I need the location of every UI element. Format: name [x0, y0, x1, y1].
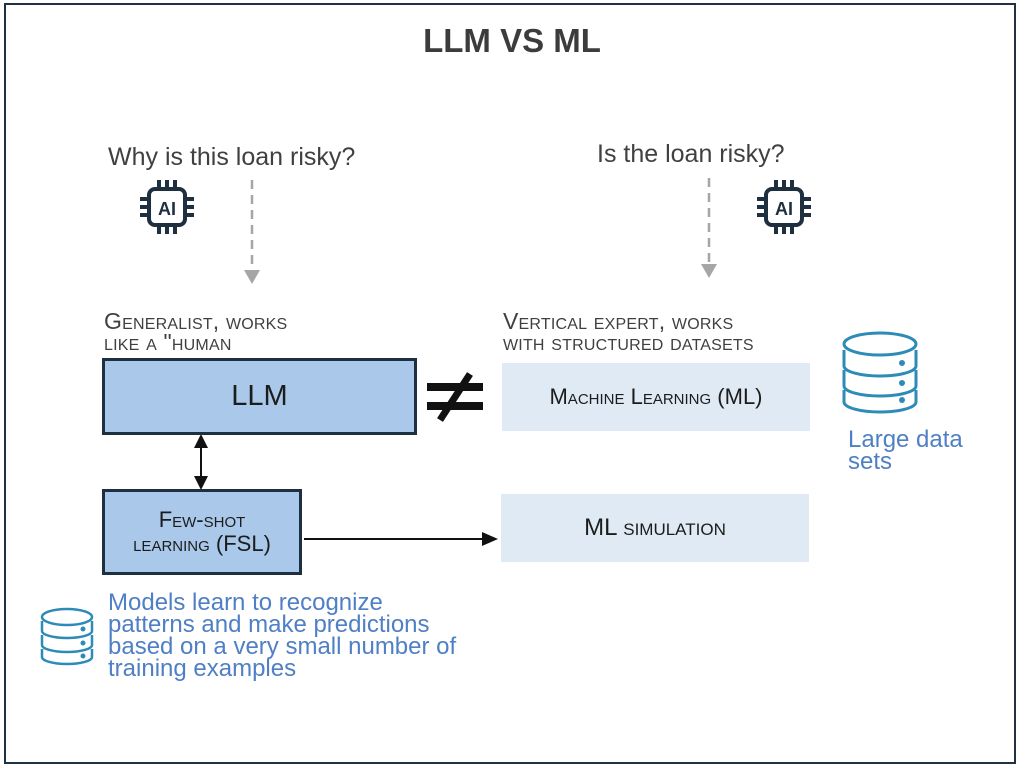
- fsl-box-line-1: Few-shot: [158, 507, 246, 532]
- ai-chip-label: AI: [775, 199, 793, 219]
- llm-question: Why is this loan risky?: [108, 143, 356, 171]
- database-icon: [40, 607, 94, 666]
- large-data-sets-note: Large data sets: [848, 426, 963, 475]
- llm-box: LLM: [102, 358, 417, 435]
- ai-chip-label: AI: [158, 199, 176, 219]
- ai-chip-icon: AI: [757, 180, 811, 234]
- diagram-title: LLM VS ML: [423, 22, 601, 59]
- fsl-box-line-2: learning (FSL): [133, 531, 271, 556]
- fsl-to-ml-simulation-arrow: [304, 532, 498, 546]
- ml-question-arrow: [701, 178, 717, 278]
- ml-box: Machine Learning (ML): [502, 363, 810, 431]
- database-icon: [842, 331, 918, 414]
- llm-caption-line-1: Generalist, works: [104, 308, 288, 334]
- fsl-description-note: Models learn to recognize patterns and m…: [108, 589, 457, 682]
- ml-question: Is the loan risky?: [597, 140, 785, 168]
- fsl-box: Few-shot learning (FSL): [102, 489, 302, 575]
- ml-simulation-box: ML simulation: [501, 494, 809, 562]
- ml-caption-line-2: with structured datasets: [503, 329, 754, 355]
- llm-fsl-double-arrow: [194, 434, 208, 490]
- llm-caption-line-2: like a "human: [104, 329, 232, 355]
- ai-chip-icon: AI: [140, 180, 194, 234]
- ml-caption: Vertical expert, works with structured d…: [503, 308, 754, 355]
- llm-question-arrow: [244, 180, 260, 284]
- llm-caption: Generalist, works like a "human: [104, 308, 288, 355]
- ml-caption-line-1: Vertical expert, works: [503, 308, 734, 334]
- not-equal-icon: [427, 372, 483, 422]
